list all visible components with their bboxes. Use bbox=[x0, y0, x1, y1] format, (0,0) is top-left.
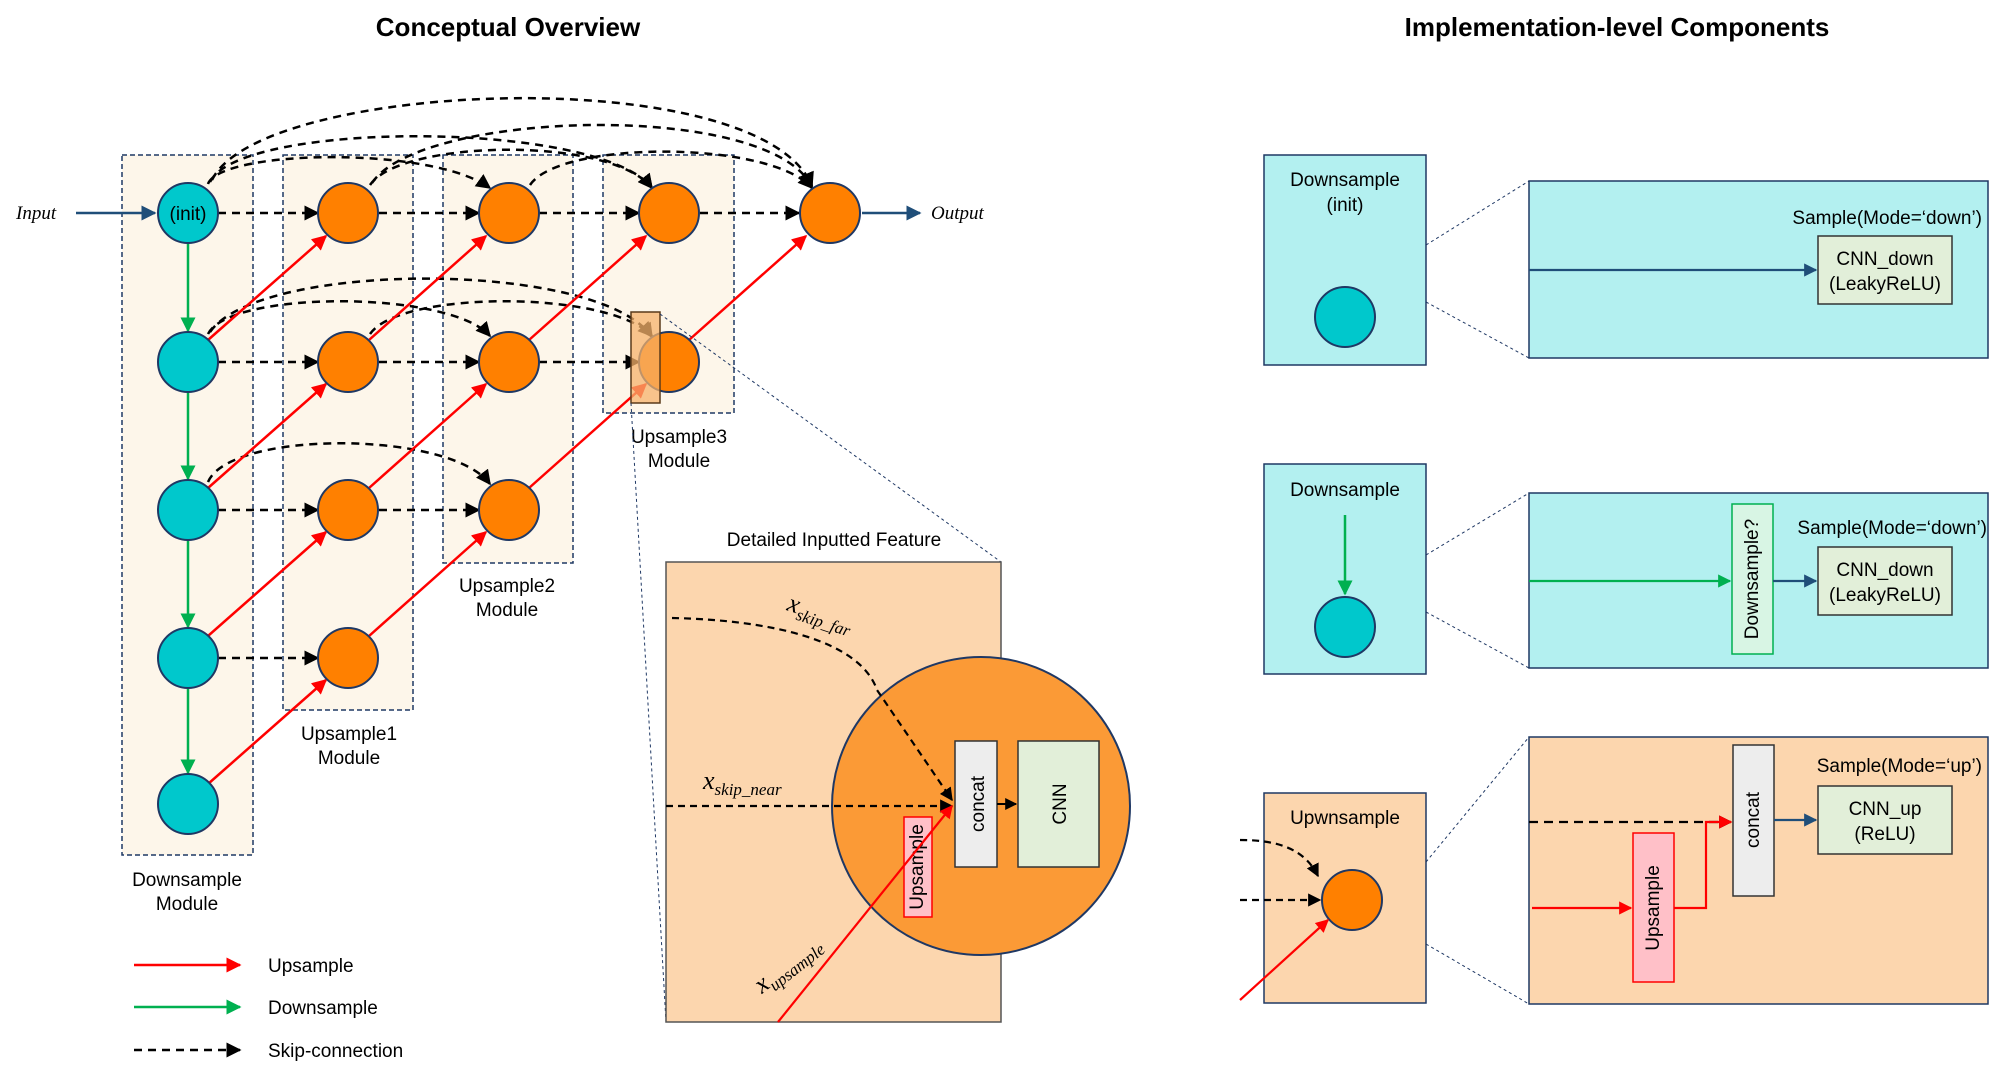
upsample3-module-label: Upsample3 bbox=[631, 427, 727, 448]
left-title: Conceptual Overview bbox=[376, 12, 641, 42]
comp-init-label-2: (init) bbox=[1327, 195, 1364, 216]
comp-init-cnn-box bbox=[1817, 235, 1953, 305]
zoom-guide-top bbox=[659, 313, 1002, 563]
node-output bbox=[799, 182, 861, 244]
legend-upsample-label: Upsample bbox=[268, 956, 354, 977]
skip-far-arrow bbox=[671, 616, 953, 802]
upsample1-module-label-2: Module bbox=[318, 748, 380, 769]
comp-init-mode: Sample(Mode=‘down’) bbox=[1792, 208, 1982, 229]
detail-cnn-box bbox=[1017, 740, 1100, 868]
comp-up-concat-label: concat bbox=[1743, 791, 1764, 848]
comp-down-downsample-box bbox=[1731, 503, 1774, 655]
upsample2-module-label: Upsample2 bbox=[459, 576, 555, 597]
comp-down-guide-bottom bbox=[1425, 611, 1530, 669]
detail-title: Detailed Inputted Feature bbox=[727, 530, 941, 551]
comp-up-cnn-box bbox=[1817, 785, 1953, 855]
upsample-arrows bbox=[207, 235, 808, 785]
comp-up-guide-bottom bbox=[1425, 943, 1530, 1005]
comp-init-cnn-label-2: (LeakyReLU) bbox=[1829, 274, 1941, 295]
comp-down-downsample-label: Downsample? bbox=[1742, 519, 1763, 639]
comp-down-mode: Sample(Mode=‘down’) bbox=[1797, 518, 1987, 539]
zoom-guide-bottom bbox=[630, 402, 667, 1023]
detail-upsample-box bbox=[903, 816, 933, 918]
upsample-input-arrow bbox=[777, 804, 953, 1023]
comp-down-guide-top bbox=[1425, 492, 1530, 556]
output-label: Output bbox=[931, 203, 985, 224]
x-skip-near-label: xskip_near bbox=[702, 766, 782, 799]
detail-upsample-label: Upsample bbox=[907, 824, 928, 910]
upsample2-module-label-2: Module bbox=[476, 600, 538, 621]
comp-up-upsample-box bbox=[1632, 832, 1675, 983]
comp-down-label: Downsample bbox=[1290, 480, 1400, 501]
node-init bbox=[157, 182, 219, 244]
feature-highlight-rect bbox=[630, 311, 661, 404]
downsample-nodes bbox=[157, 182, 219, 835]
legend-downsample-label: Downsample bbox=[268, 998, 378, 1019]
comp-init-guide-top bbox=[1425, 180, 1530, 246]
legend-skip-label: Skip-connection bbox=[268, 1041, 403, 1062]
comp-up-upsample-in bbox=[1239, 919, 1329, 1001]
skip-straight-arrows bbox=[218, 205, 801, 666]
upsample1-module-label: Upsample1 bbox=[301, 724, 397, 745]
right-title: Implementation-level Components bbox=[1405, 12, 1830, 42]
comp-up-cnn-label: CNN_up bbox=[1849, 799, 1922, 820]
input-label: Input bbox=[15, 203, 57, 224]
upsample-nodes bbox=[317, 182, 861, 689]
comp-init-cnn-label: CNN_down bbox=[1836, 249, 1933, 270]
comp-down-cnn-label-2: (LeakyReLU) bbox=[1829, 585, 1941, 606]
detail-concat-label: concat bbox=[968, 775, 989, 832]
comp-down-node bbox=[1314, 596, 1376, 658]
detail-concat-box bbox=[954, 740, 998, 868]
comp-init-node bbox=[1314, 286, 1376, 348]
comp-init-guide-bottom bbox=[1425, 301, 1530, 359]
init-label: (init) bbox=[170, 204, 207, 225]
node-down-3 bbox=[157, 627, 219, 689]
node-down-2 bbox=[157, 479, 219, 541]
upsample3-module-label-2: Module bbox=[648, 451, 710, 472]
downsample-module-label-2: Module bbox=[156, 894, 218, 915]
comp-up-skip-far bbox=[1239, 838, 1319, 878]
node-down-4 bbox=[157, 773, 219, 835]
comp-up-upsample-label: Upsample bbox=[1643, 865, 1664, 951]
comp-up-label: Upwnsample bbox=[1290, 808, 1400, 829]
comp-init-label: Downsample bbox=[1290, 170, 1400, 191]
detail-cnn-label: CNN bbox=[1050, 783, 1071, 824]
comp-up-node bbox=[1321, 869, 1383, 931]
downsample-module-label: Downsample bbox=[132, 870, 242, 891]
comp-up-red-to-concat bbox=[1674, 815, 1733, 910]
comp-up-mode: Sample(Mode=‘up’) bbox=[1817, 756, 1982, 777]
comp-up-guide-top bbox=[1425, 736, 1530, 863]
comp-down-cnn-label: CNN_down bbox=[1836, 560, 1933, 581]
node-down-1 bbox=[157, 331, 219, 393]
comp-down-cnn-box bbox=[1817, 546, 1953, 616]
comp-up-cnn-label-2: (ReLU) bbox=[1854, 824, 1915, 845]
